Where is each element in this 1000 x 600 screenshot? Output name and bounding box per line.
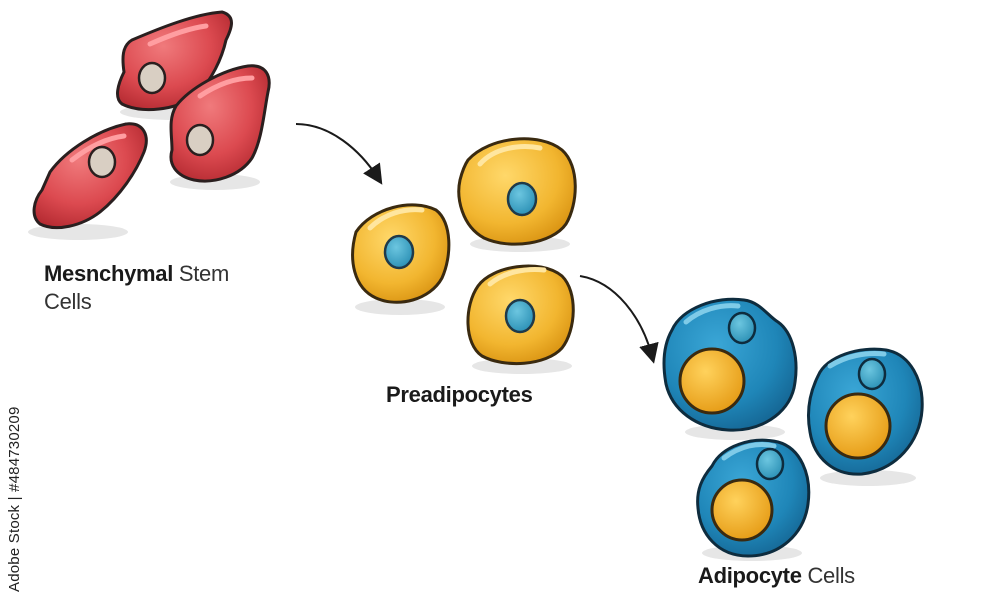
- arrow-msc-to-preadipocytes: [295, 123, 383, 185]
- msc-label-line2: Cells: [44, 289, 92, 314]
- mesenchymal-stem-cells-label: Mesnchymal Stem Cells: [44, 260, 294, 316]
- adipocyte-cell-right: [806, 347, 924, 476]
- preadipocyte-cell-top: [457, 137, 577, 246]
- mesenchymal-stem-cells: [28, 10, 271, 240]
- msc-cell-right: [169, 64, 271, 183]
- adipocyte-cell-bottom: [696, 438, 811, 558]
- msc-label-rest: Stem: [173, 261, 230, 286]
- adipocyte-label-rest: Cells: [801, 563, 855, 588]
- adipocyte-label-bold: Adipocyte: [698, 563, 802, 588]
- msc-label-bold: Mesnchymal: [44, 261, 174, 286]
- adipocyte-cells: [662, 297, 924, 561]
- preadipocytes-label-text: Preadipocytes: [386, 382, 533, 407]
- stock-watermark-id: Adobe Stock | #484730209: [6, 406, 23, 592]
- preadipocyte-cell-left: [351, 203, 451, 304]
- adipocyte-cell-top: [662, 297, 798, 432]
- preadipocytes: [351, 137, 577, 374]
- msc-cell-left: [32, 122, 148, 230]
- arrow-preadipocytes-to-adipocytes: [579, 275, 659, 364]
- adipocyte-cells-label: Adipocyte Cells: [698, 562, 855, 590]
- preadipocyte-cell-bottom: [466, 264, 575, 366]
- preadipocytes-label: Preadipocytes: [386, 381, 533, 409]
